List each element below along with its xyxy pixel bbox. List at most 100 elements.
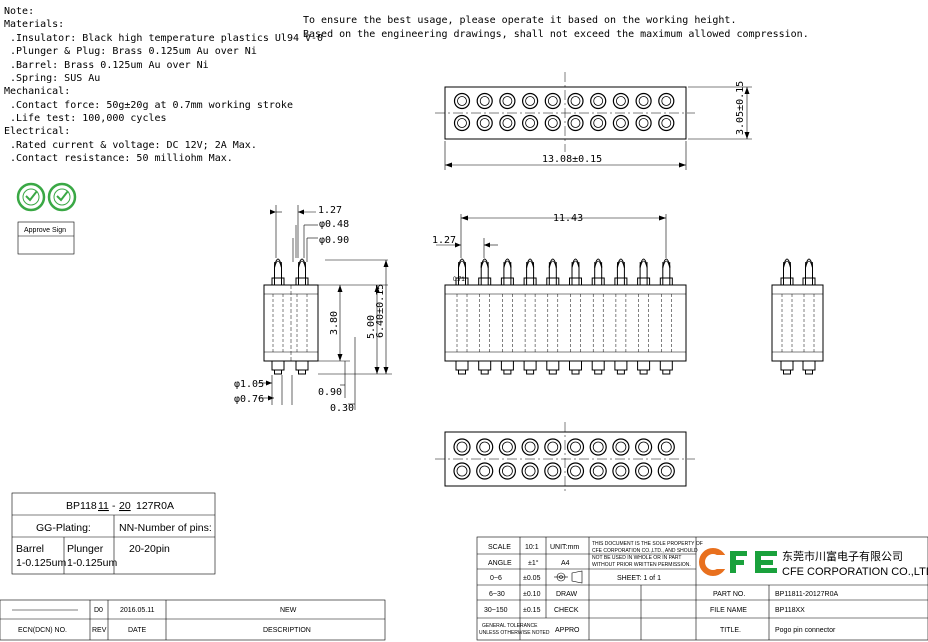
top-view-contacts	[453, 92, 675, 132]
contact-hole	[634, 438, 653, 456]
pins-value: 20-20pin	[129, 543, 170, 555]
pogo-pin	[802, 258, 816, 375]
note-line: .Insulator: Black high temperature plast…	[10, 33, 323, 44]
scale-label: SCALE	[488, 544, 511, 551]
contact-hole	[566, 438, 585, 456]
tol2-range: 6~30	[489, 591, 505, 598]
company-name-en: CFE CORPORATION CO.,LTD.	[782, 566, 928, 578]
top-view: 13.08±0.15 3.05±0.15	[435, 72, 752, 170]
contact-hole	[499, 92, 516, 110]
dim-tail-d1-label: φ1.05	[234, 379, 264, 390]
usage-note: To ensure the best usage, please operate…	[303, 15, 809, 40]
pogo-pin	[271, 258, 285, 375]
contact-hole	[589, 438, 607, 456]
cfe-logo	[699, 548, 777, 576]
dim-pitch-side-label: 1.27	[318, 205, 342, 216]
contact-hole	[634, 462, 653, 480]
title-block: SCALE 10:1 UNIT:mm ANGLE ±1° A4 0~6 ±0.0…	[476, 536, 928, 641]
rev-header: REV	[92, 627, 107, 634]
dim-depth-label: 3.05±0.15	[735, 81, 746, 135]
contact-hole	[635, 92, 652, 110]
projection-symbol-icon	[554, 570, 583, 584]
pogo-pin	[295, 258, 309, 375]
pogo-pin	[569, 258, 582, 375]
title-label: TITLE.	[720, 627, 741, 634]
contact-hole	[453, 114, 471, 132]
pogo-pin	[614, 258, 628, 375]
pogo-pin	[780, 258, 794, 375]
date-header: DATE	[128, 627, 146, 634]
rev-value: D0	[94, 607, 103, 614]
approve-sign-label: Approve Sign	[24, 227, 66, 234]
paper-size: A4	[561, 560, 570, 567]
tol-note-2: UNLESS OTHERWISE NOTED	[479, 630, 550, 636]
part-code-nn: 11	[98, 500, 109, 512]
contact-hole	[476, 92, 493, 110]
tol3-value: ±0.15	[523, 607, 541, 614]
file-name-label: FILE NAME	[710, 607, 747, 614]
approve-sign-box: Approve Sign	[17, 221, 75, 255]
contact-hole	[612, 92, 630, 110]
contact-hole	[521, 438, 539, 456]
dim-tiny-label: 0.71	[453, 277, 465, 283]
usage-line-1: To ensure the best usage, please operate…	[303, 15, 736, 26]
dim-090-label: 0.90	[318, 387, 342, 398]
dim-030-label: 0.30	[330, 403, 354, 414]
contact-hole	[612, 462, 630, 480]
contact-hole	[658, 92, 675, 110]
usage-line-2: Based on the engineering drawings, shall…	[303, 29, 809, 40]
part-code-table: BP118 11 - 20 127R0A GG-Plating: NN-Numb…	[11, 492, 216, 575]
contact-hole	[521, 114, 539, 132]
note-line: .Contact resistance: 50 milliohm Max.	[10, 153, 233, 164]
dim-tail-d2-label: φ0.76	[234, 394, 264, 405]
contact-hole	[476, 114, 493, 132]
check-label: CHECK	[554, 607, 579, 614]
contact-hole	[544, 114, 561, 132]
note-line: .Barrel: Brass 0.125um Au over Ni	[10, 60, 209, 71]
side-view: 3.80 5.00 6.40±0.15 1.27 φ0.48 φ0.90 φ1.…	[234, 205, 392, 414]
pogo-pin	[591, 258, 605, 375]
title-value: Pogo pin connector	[775, 627, 836, 634]
bottom-view-contacts	[453, 438, 675, 480]
note-line: .Rated current & voltage: DC 12V; 2A Max…	[10, 140, 257, 151]
dim-pitch-front-label: 1.27	[432, 235, 456, 246]
contact-hole	[453, 92, 471, 110]
note-line: Electrical:	[4, 126, 70, 137]
note-line: .Life test: 100,000 cycles	[10, 113, 167, 124]
pogo-pin	[455, 258, 469, 375]
part-code-gg: 20	[119, 500, 131, 512]
pogo-pin	[637, 258, 651, 375]
contact-hole	[498, 438, 516, 456]
note-line: Materials:	[4, 19, 64, 30]
contact-hole	[453, 462, 471, 480]
description-header: DESCRIPTION	[263, 627, 311, 634]
seal-icon	[16, 182, 46, 212]
dim-500-label: 5.00	[366, 315, 377, 339]
note-line: Note:	[4, 6, 34, 17]
pogo-pin	[478, 258, 492, 375]
side-view-pins	[271, 258, 309, 375]
plunger-value: 1-0.125um	[67, 557, 117, 569]
contact-hole	[566, 462, 585, 480]
part-no-value: BP11811-20127R0A	[775, 591, 839, 598]
dim-pin-d2-label: φ0.90	[319, 235, 349, 246]
tol-note-1: GENERAL TOLERANCE	[482, 623, 538, 629]
notes-block: Note: Materials: .Insulator: Black high …	[4, 6, 323, 164]
property-line-1: THIS DOCUMENT IS THE SOLE PROPERTY OF	[592, 541, 703, 547]
tol3-range: 30~150	[484, 607, 508, 614]
property-line-3: NOT BE USED IN WHOLE OR IN PART	[592, 555, 681, 561]
rev-description: NEW	[280, 607, 297, 614]
contact-hole	[590, 114, 607, 132]
property-line-2: CFE CORPORATION CO.,LTD., AND SHOULD	[592, 548, 698, 554]
contact-hole	[544, 92, 561, 110]
contact-hole	[544, 438, 562, 456]
contact-hole	[589, 462, 607, 480]
gg-plating-header: GG-Plating:	[36, 522, 91, 534]
property-line-4: WITHOUT PRIOR WRITTEN PERMISSION.	[592, 562, 691, 568]
note-line: .Plunger & Plug: Brass 0.125um Au over N…	[10, 46, 257, 57]
front-view: 11.43 1.27 0.71	[432, 213, 687, 375]
rev-date: 2016.05.11	[120, 607, 155, 614]
note-line: .Spring: SUS Au	[10, 73, 100, 84]
revision-table: D0 2016.05.11 NEW ECN(DCN) NO. REV DATE …	[0, 599, 386, 641]
barrel-value: 1-0.125um	[16, 557, 66, 569]
